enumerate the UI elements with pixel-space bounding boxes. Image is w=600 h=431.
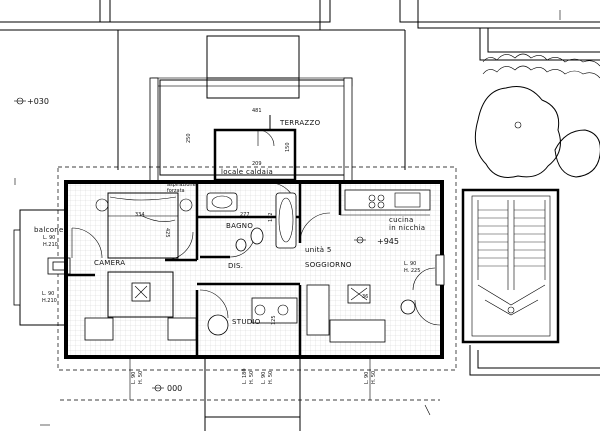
dim-sogg-l: L. 90: [404, 261, 416, 267]
room-bagno: BAGNO: [226, 222, 253, 230]
aspirazione-line2: forzata: [167, 188, 185, 194]
level-main: +945: [377, 237, 399, 246]
dim-36: 36: [362, 294, 368, 300]
dim-b1-l: L. 90: [131, 372, 137, 384]
dim-camera-h: H.210: [42, 298, 57, 304]
dim-125: 125: [271, 315, 277, 325]
dim-b3-l: L. 90: [261, 372, 267, 384]
room-studio: STUDIO: [232, 318, 261, 326]
building-outline: [0, 0, 600, 170]
dim-250: 250: [186, 133, 192, 143]
room-locale-caldaia: locale caldaia: [221, 168, 273, 176]
dim-481: 481: [252, 108, 262, 114]
room-dis: DIS.: [228, 262, 243, 270]
room-camera: CAMERA: [94, 259, 125, 267]
room-cucina-line2: in nicchia: [389, 224, 425, 232]
labels: balcone CAMERA BAGNO DIS. STUDIO SOGGIOR…: [27, 97, 425, 393]
doors: [71, 182, 445, 326]
dim-b3-h: H. 50: [268, 371, 274, 384]
dim-b2-h: H. 50: [249, 371, 255, 384]
dim-209: 209: [252, 161, 262, 167]
level-bottom: 000: [167, 384, 182, 393]
room-soggiorno: SOGGIORNO: [305, 261, 352, 269]
dim-camera-l: L. 90: [42, 291, 54, 297]
level-markers: [14, 10, 561, 426]
bottom-balcony: [60, 356, 440, 431]
unit-label: unità 5: [305, 246, 332, 254]
terrazzo-block: [149, 35, 353, 184]
dim-425: 425: [164, 228, 170, 238]
dim-b4-h: H. 50: [371, 371, 377, 384]
dim-334: 334: [135, 212, 145, 218]
dim-b1-h: H. 50: [138, 371, 144, 384]
room-cucina-line1: cucina: [389, 216, 414, 224]
dim-b2-l: L. 180: [242, 368, 248, 384]
fixtures: [84, 189, 431, 343]
dim-277: 277: [240, 212, 250, 218]
room-balcone: balcone: [34, 226, 64, 234]
tree-symbol: [474, 53, 600, 178]
dim-132: 132: [268, 212, 274, 222]
dim-balcone-h: H.210: [43, 242, 58, 248]
dim-balcone-l: L. 90: [43, 235, 55, 241]
level-top-left: +030: [27, 97, 49, 106]
dim-b4-l: L. 90: [364, 372, 370, 384]
room-terrazzo: TERRAZZO: [279, 119, 321, 127]
dim-sogg-h: H. 225: [404, 268, 420, 274]
aspirazione-line1: aspirazione: [167, 182, 196, 188]
staircase-block: [461, 188, 600, 376]
dim-150: 150: [285, 142, 291, 152]
